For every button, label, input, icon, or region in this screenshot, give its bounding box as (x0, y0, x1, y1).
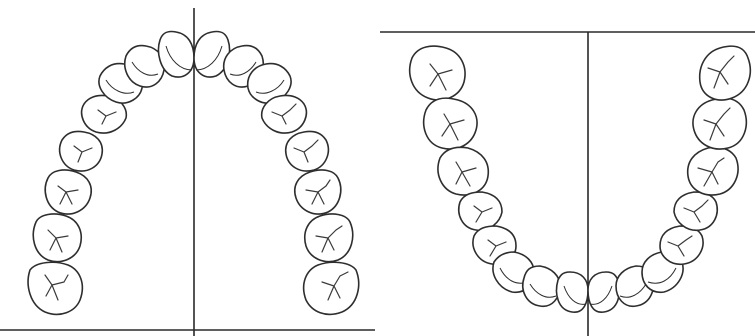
lower-tooth-incisor-central-1 (557, 272, 588, 312)
lower-arch-panel (380, 32, 755, 336)
lower-tooth-premolar-4 (674, 192, 717, 230)
upper-tooth-premolar-1 (60, 131, 103, 171)
lower-tooth-molar-1 (410, 46, 465, 100)
upper-tooth-molar-5 (305, 214, 353, 262)
lower-tooth-molar-4 (688, 147, 738, 195)
lower-tooth-molar-6 (700, 46, 751, 100)
upper-tooth-molar-3 (45, 170, 91, 214)
upper-tooth-premolar-4 (286, 131, 329, 171)
upper-tooth-molar-2 (33, 214, 81, 262)
lower-tooth-molar-2 (424, 98, 477, 149)
upper-tooth-molar-1 (28, 262, 82, 314)
lower-tooth-incisor-central-2 (588, 272, 619, 312)
lower-tooth-premolar-3 (660, 226, 703, 264)
upper-tooth-molar-6 (304, 262, 359, 314)
upper-tooth-premolar-3 (262, 95, 307, 133)
upper-tooth-molar-4 (295, 170, 341, 214)
lower-tooth-premolar-1 (459, 192, 502, 230)
lower-tooth-incisor-lateral-1 (523, 266, 560, 306)
lower-tooth-molar-3 (438, 147, 488, 195)
upper-arch-panel (0, 8, 375, 336)
lower-tooth-molar-5 (693, 98, 746, 149)
